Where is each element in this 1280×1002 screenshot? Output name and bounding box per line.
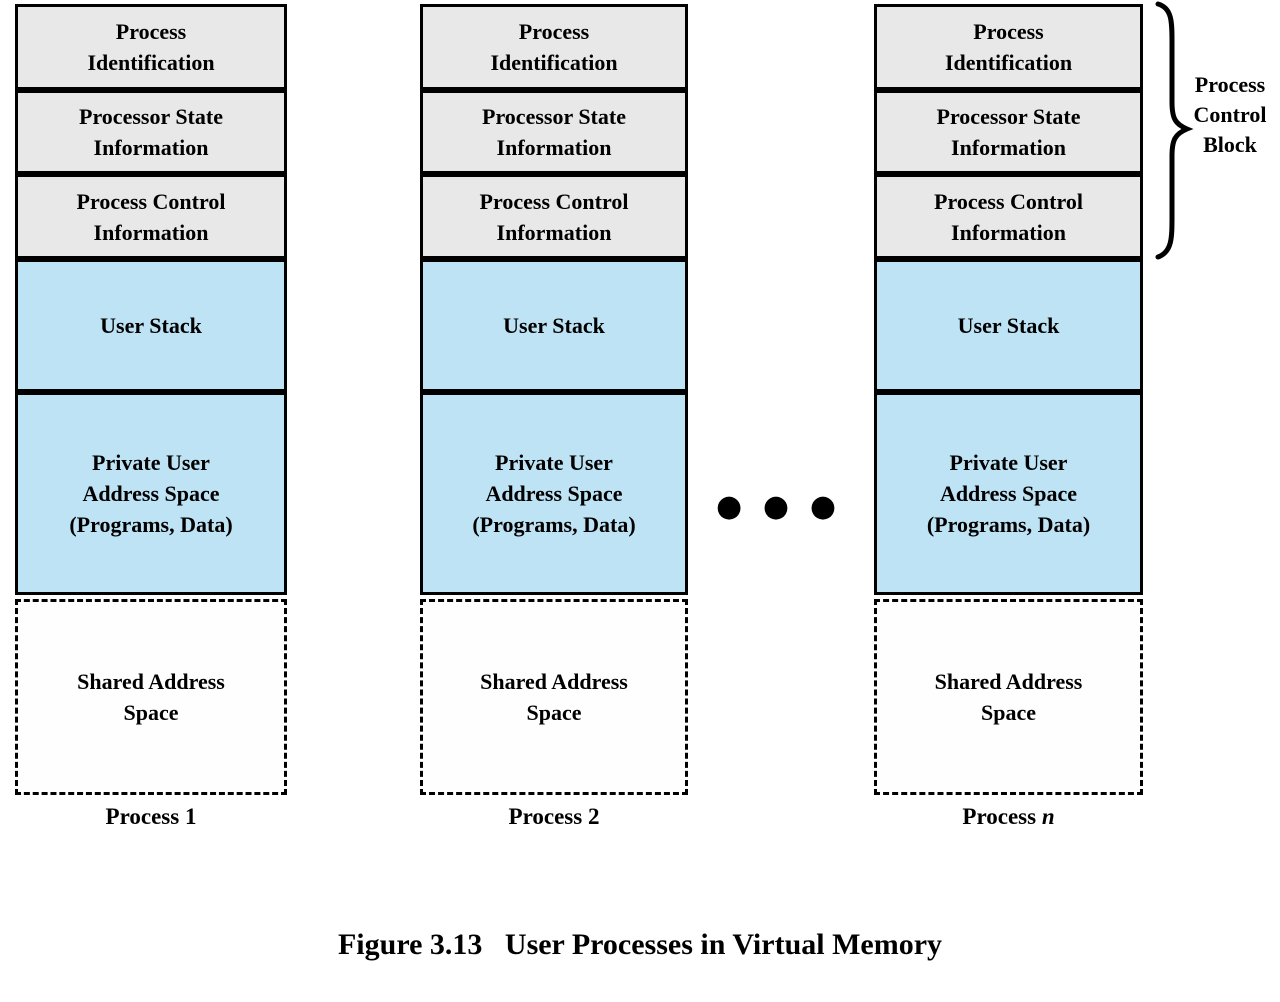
process-column-n: Process Identification Processor State I… xyxy=(874,4,1143,830)
section-label-line: Shared Address xyxy=(77,669,225,694)
section-label-line: (Programs, Data) xyxy=(472,512,636,537)
process-label-variable: n xyxy=(1041,804,1055,829)
section-label-line: Process xyxy=(115,19,187,44)
user-stack-section: User Stack xyxy=(874,259,1143,392)
section-label-line: (Programs, Data) xyxy=(926,512,1091,537)
section-label-line: Process xyxy=(973,19,1044,44)
ellipsis-icon: ● ● ● xyxy=(716,492,836,522)
section-label-line: (Programs, Data) xyxy=(69,512,233,537)
section-label-line: Information xyxy=(951,219,1066,245)
process-identification-section: Process Identification xyxy=(874,4,1143,90)
section-label-line: User Stack xyxy=(503,313,605,338)
section-label-line: Information xyxy=(496,135,612,160)
process-identification-section: Process Identification xyxy=(15,4,287,90)
process-column-1: Process Identification Processor State I… xyxy=(15,4,287,830)
section-label-line: Identification xyxy=(490,50,618,75)
section-label-line: Space xyxy=(981,700,1036,725)
section-label-line: Private User xyxy=(949,450,1068,475)
section-label-line: Identification xyxy=(87,50,215,75)
section-label-line: Information xyxy=(496,219,612,245)
section-label-line: Process Control xyxy=(76,188,226,214)
process-control-section: Process Control Information xyxy=(420,174,688,259)
shared-address-space-section: Shared Address Space xyxy=(874,599,1143,795)
section-label-line: Processor State xyxy=(936,104,1081,129)
section-label-line: Process Control xyxy=(479,188,629,214)
shared-address-space-section: Shared Address Space xyxy=(420,599,688,795)
private-address-space-section: Private User Address Space (Programs, Da… xyxy=(874,392,1143,595)
process-control-section: Process Control Information xyxy=(15,174,287,259)
section-label-line: Process Control xyxy=(934,188,1083,214)
private-address-space-section: Private User Address Space (Programs, Da… xyxy=(420,392,688,595)
process-label: Process 1 xyxy=(15,804,287,830)
section-label-line: Address Space xyxy=(82,481,220,506)
process-label: Process 2 xyxy=(420,804,688,830)
process-label-text: Process xyxy=(105,804,180,829)
processor-state-section: Processor State Information xyxy=(15,90,287,174)
pcb-brace-label-line: Process xyxy=(1194,72,1266,97)
section-label-line: Identification xyxy=(944,50,1073,75)
user-stack-section: User Stack xyxy=(420,259,688,392)
process-column-2: Process Identification Processor State I… xyxy=(420,4,688,830)
pcb-brace-label-line: Control xyxy=(1193,102,1267,127)
section-label-line: Shared Address xyxy=(480,669,628,694)
process-label-text: Process xyxy=(508,804,583,829)
section-label-line: Process xyxy=(518,19,590,44)
processor-state-section: Processor State Information xyxy=(874,90,1143,174)
process-label-number: 1 xyxy=(184,804,197,829)
process-label-number: 2 xyxy=(587,804,600,829)
section-label-line: Private User xyxy=(92,450,210,475)
private-address-space-section: Private User Address Space (Programs, Da… xyxy=(15,392,287,595)
curly-brace-icon xyxy=(1155,1,1194,260)
process-identification-section: Process Identification xyxy=(420,4,688,90)
processor-state-section: Processor State Information xyxy=(420,90,688,174)
section-label-line: User Stack xyxy=(957,313,1060,338)
section-label-line: Information xyxy=(951,135,1066,160)
section-label-line: Address Space xyxy=(939,481,1078,506)
section-label-line: Shared Address xyxy=(934,669,1083,694)
section-label-line: Space xyxy=(526,700,582,725)
section-label-line: Address Space xyxy=(485,481,623,506)
section-label-line: Private User xyxy=(495,450,613,475)
pcb-brace-label-line: Block xyxy=(1203,132,1257,157)
process-label-text: Process xyxy=(962,804,1037,829)
ellipsis-dot-icon: ● xyxy=(716,489,743,524)
pcb-brace-label: Process Control Block xyxy=(1180,70,1280,160)
section-label-line: Processor State xyxy=(482,104,626,129)
ellipsis-dot-icon: ● xyxy=(762,489,790,524)
section-label-line: Information xyxy=(93,219,209,245)
section-label-line: Information xyxy=(93,135,209,160)
figure-caption: Figure 3.13 User Processes in Virtual Me… xyxy=(337,928,943,961)
process-label: Process n xyxy=(874,804,1143,830)
user-stack-section: User Stack xyxy=(15,259,287,392)
section-label-line: User Stack xyxy=(100,313,202,338)
process-control-section: Process Control Information xyxy=(874,174,1143,259)
shared-address-space-section: Shared Address Space xyxy=(15,599,287,795)
section-label-line: Processor State xyxy=(79,104,223,129)
section-label-line: Space xyxy=(123,700,179,725)
ellipsis-dot-icon: ● xyxy=(809,489,836,524)
